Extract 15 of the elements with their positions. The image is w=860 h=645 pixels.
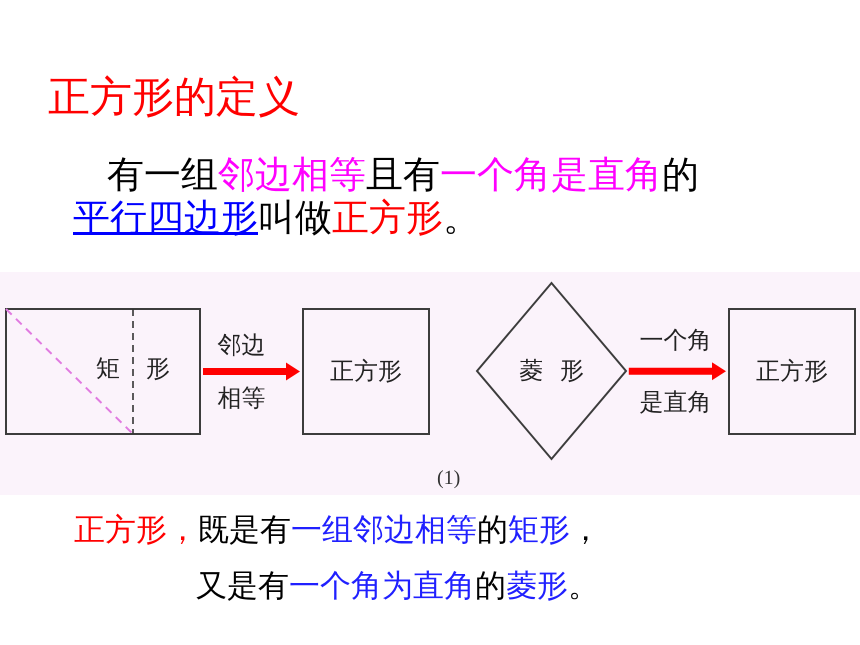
edge-label: 邻边相等 xyxy=(216,330,266,414)
conclusion-text: 正方形，既是有一组邻边相等的矩形， xyxy=(74,511,601,549)
figure-number: (1) xyxy=(437,466,460,490)
square-box: 正方形 xyxy=(302,308,430,435)
arrow xyxy=(628,362,726,380)
node-text: 菱 形 xyxy=(519,356,584,386)
edge-label: 一个角是直角 xyxy=(638,325,712,418)
rectangle-box xyxy=(5,308,201,435)
text-link: 平行四边形 xyxy=(73,196,258,239)
title: 正方形的定义 xyxy=(48,72,300,122)
square-box: 正方形 xyxy=(728,308,856,435)
conclusion-text: 又是有一个角为直角的菱形。 xyxy=(196,567,599,605)
node-text: 矩 形 xyxy=(96,354,170,384)
definition-text: 有一组邻边相等且有一个角是直角的平行四边形叫做正方形。 xyxy=(73,153,700,239)
arrow xyxy=(203,362,300,380)
